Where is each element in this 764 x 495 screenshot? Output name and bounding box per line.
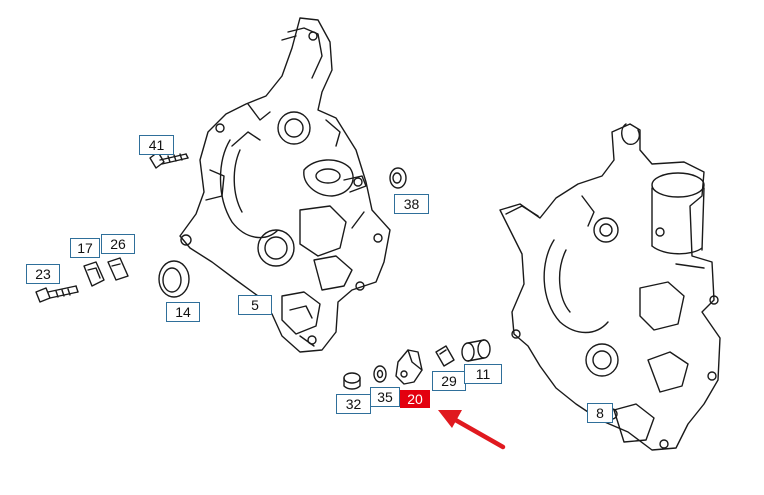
part-41-bolt	[149, 151, 189, 169]
part-17-clip	[83, 261, 105, 287]
callout-26[interactable]: 26	[101, 234, 135, 254]
callout-14[interactable]: 14	[166, 302, 200, 322]
part-14-seal-ring	[158, 260, 190, 298]
callout-23[interactable]: 23	[26, 264, 60, 284]
callout-38[interactable]: 38	[394, 194, 429, 214]
callout-35[interactable]: 35	[370, 387, 400, 407]
callout-32[interactable]: 32	[336, 394, 371, 414]
callout-8[interactable]: 8	[587, 403, 613, 423]
callout-20-highlighted[interactable]: 20	[400, 390, 430, 408]
part-35-washer	[373, 365, 387, 383]
callout-29[interactable]: 29	[432, 371, 466, 391]
part-20-bracket	[395, 349, 423, 385]
part-29-clip	[435, 345, 455, 367]
part-38-washer	[389, 167, 407, 189]
part-11-bushing	[461, 339, 491, 362]
timing-cover-front-view	[179, 17, 391, 353]
callout-17[interactable]: 17	[70, 238, 100, 258]
highlight-arrow	[438, 410, 506, 450]
callout-5[interactable]: 5	[238, 295, 272, 315]
part-23-bolt	[35, 285, 79, 303]
timing-cover-assembled-view	[499, 123, 721, 451]
part-26-clip	[107, 257, 129, 281]
callout-11[interactable]: 11	[464, 364, 502, 384]
part-32-plug	[343, 372, 361, 390]
callout-41[interactable]: 41	[139, 135, 174, 155]
